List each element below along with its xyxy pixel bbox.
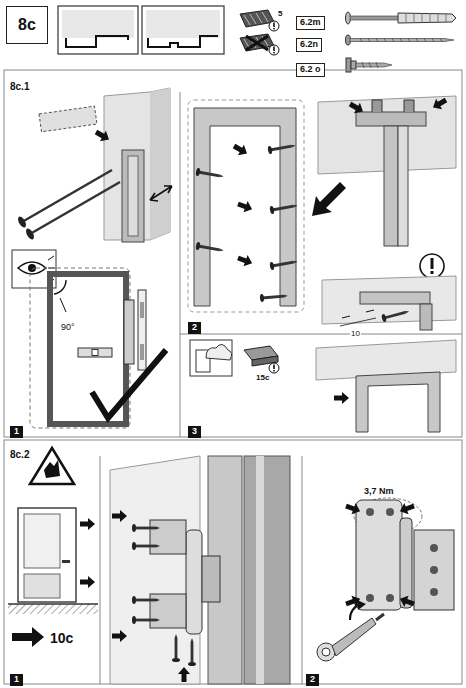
angle-label: 90° bbox=[60, 323, 76, 333]
section-number: 8c bbox=[6, 6, 48, 44]
quantity: 5 bbox=[278, 10, 282, 19]
label-holder: 10 bbox=[350, 322, 361, 340]
section-label: 8c bbox=[18, 16, 36, 34]
label-holder: 2 bbox=[188, 316, 201, 334]
part-number: 6.2n bbox=[296, 38, 322, 52]
label-holder: 6.2m bbox=[296, 11, 325, 30]
step-number: 3 bbox=[188, 426, 201, 438]
label-holder: 6.2n bbox=[296, 33, 322, 52]
part-number: 6.2 o bbox=[296, 63, 325, 77]
label-holder: 6.2 o bbox=[296, 58, 325, 77]
torque-value: 3,7 Nm bbox=[364, 487, 394, 497]
step-title: 8c.2 bbox=[10, 449, 29, 460]
label-holder: 8c.1 bbox=[10, 76, 29, 94]
dimension: 10 bbox=[350, 330, 361, 339]
step-number: 1 bbox=[10, 674, 23, 686]
part-number: 6.2m bbox=[296, 16, 325, 30]
step-title: 8c.1 bbox=[10, 81, 29, 92]
label-holder: 1 bbox=[10, 420, 23, 438]
label-holder: 5 bbox=[278, 2, 282, 20]
label-holder: 3,7 Nm bbox=[364, 480, 394, 498]
step-number: 2 bbox=[306, 674, 319, 686]
reference-number: 10c bbox=[50, 631, 73, 646]
label-holder: 90° bbox=[60, 316, 76, 334]
step-number: 1 bbox=[10, 426, 23, 438]
step-number: 2 bbox=[188, 322, 201, 334]
reference-number: 15c bbox=[256, 374, 269, 383]
label-holder: 8c.2 bbox=[10, 444, 29, 462]
label-holder: 10c bbox=[50, 629, 73, 647]
label-holder: 15c bbox=[256, 366, 269, 384]
label-holder: 1 bbox=[10, 668, 23, 686]
label-holder: 3 bbox=[188, 420, 201, 438]
label-holder: 2 bbox=[306, 668, 319, 686]
